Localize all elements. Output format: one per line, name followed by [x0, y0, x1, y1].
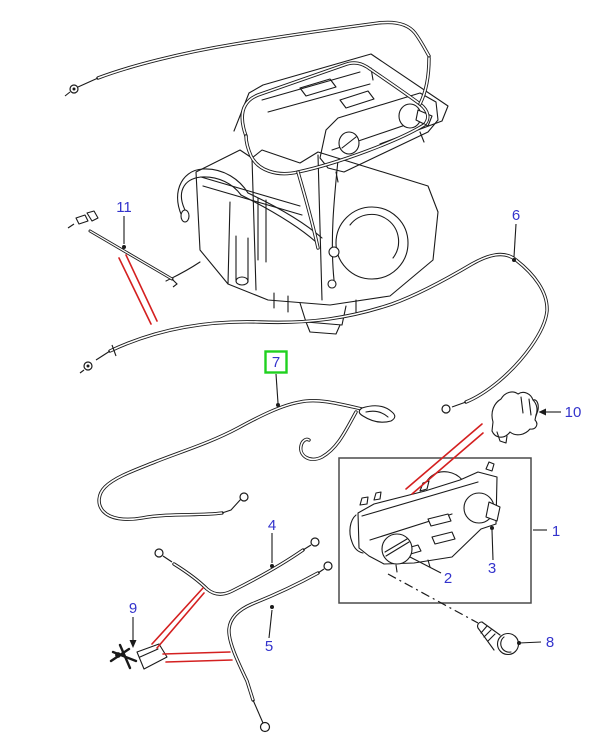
control-unit-art — [349, 461, 501, 573]
callout-5[interactable]: 5 — [265, 638, 273, 655]
callout-9[interactable]: 9 — [129, 600, 137, 617]
clip-9-art — [109, 643, 168, 670]
rod-11-art — [67, 210, 178, 288]
highlight-box-7 — [264, 350, 288, 374]
cable-5-art — [227, 561, 333, 733]
callout-2[interactable]: 2 — [444, 570, 452, 587]
cable-7-art — [97, 398, 396, 522]
callout-3[interactable]: 3 — [488, 560, 496, 577]
red-leader-lines — [118, 254, 484, 663]
callout-7[interactable]: 7 — [272, 354, 280, 371]
callout-labels: 11 6 7 10 1 2 3 8 9 4 5 — [116, 199, 581, 655]
callout-10[interactable]: 10 — [565, 404, 582, 421]
bracket-10-art — [491, 391, 539, 444]
callout-8[interactable]: 8 — [546, 634, 554, 651]
callout-6[interactable]: 6 — [512, 207, 520, 224]
callout-1[interactable]: 1 — [552, 523, 560, 540]
callout-11[interactable]: 11 — [116, 199, 132, 216]
screw-8-art — [387, 573, 520, 656]
part-group-box-1 — [338, 457, 532, 604]
cable-6-art — [79, 252, 549, 414]
callout-leader-lines — [122, 216, 561, 648]
top-cable-art — [64, 20, 431, 250]
callout-4[interactable]: 4 — [268, 517, 276, 534]
cable-4-art — [154, 537, 320, 596]
heater-assembly-art — [165, 53, 449, 335]
